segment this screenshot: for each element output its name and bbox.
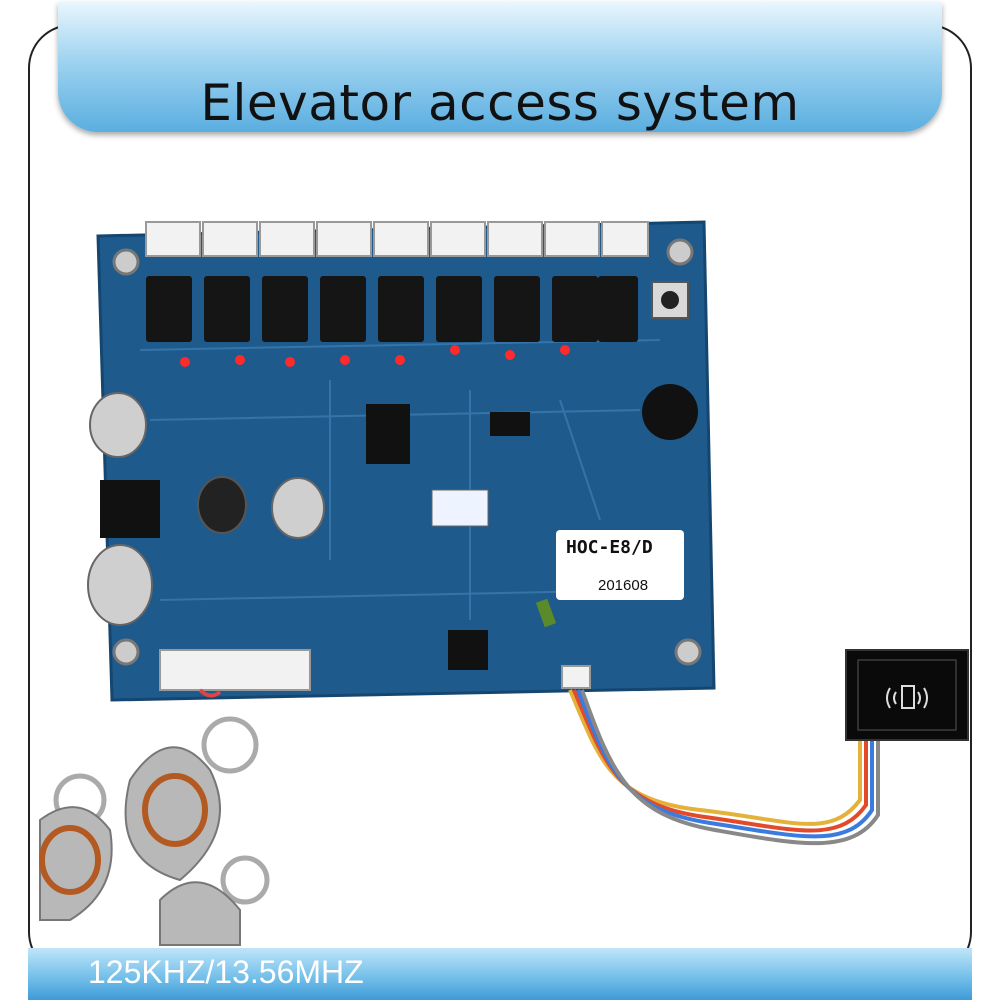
rfid-keyfob-icon [39,716,270,946]
status-leds [180,345,570,367]
title-banner [58,2,942,132]
page-title: Elevator access system [200,74,800,132]
model-label: HOC-E8/D [566,537,653,558]
relays [146,276,638,342]
buzzer [642,384,698,440]
top-connectors [145,221,649,257]
date-label: 201608 [598,577,649,594]
capacitors [87,392,325,626]
footer-banner [28,948,972,1000]
frequency-text: 125KHZ/13.56MHZ [88,954,364,990]
dip-switch [431,489,489,527]
integrated-circuits [100,404,530,670]
bottom-connector [159,649,311,691]
rfid-reader-icon [845,649,969,741]
model-sticker [556,530,684,600]
reader-cable [568,689,880,846]
